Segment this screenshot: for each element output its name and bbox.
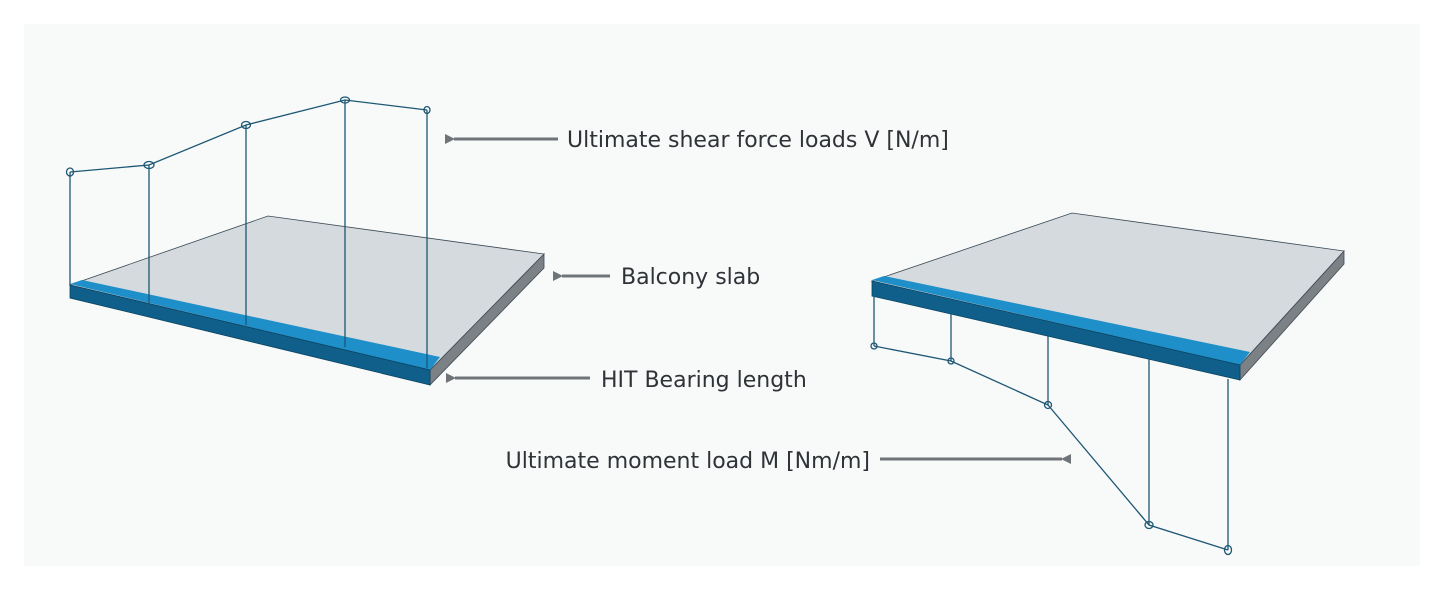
moment-load-diagram <box>870 296 1233 556</box>
right-balcony-slab <box>870 212 1345 382</box>
shear-load-diagram <box>65 96 431 368</box>
right-bearing-strip <box>872 276 1250 365</box>
callout-arrows <box>445 134 1071 464</box>
left-balcony-slab <box>68 215 545 386</box>
right-slab-front-face <box>871 280 1241 381</box>
shear-load-label: Ultimate shear force loads V [N/m] <box>567 128 949 153</box>
balcony-slab-label: Balcony slab <box>621 265 760 290</box>
left-bearing-strip <box>70 280 440 370</box>
left-slab-front-face <box>69 284 431 386</box>
bearing-length-label: HIT Bearing length <box>601 368 807 393</box>
moment-load-label: Ultimate moment load M [Nm/m] <box>506 449 870 474</box>
